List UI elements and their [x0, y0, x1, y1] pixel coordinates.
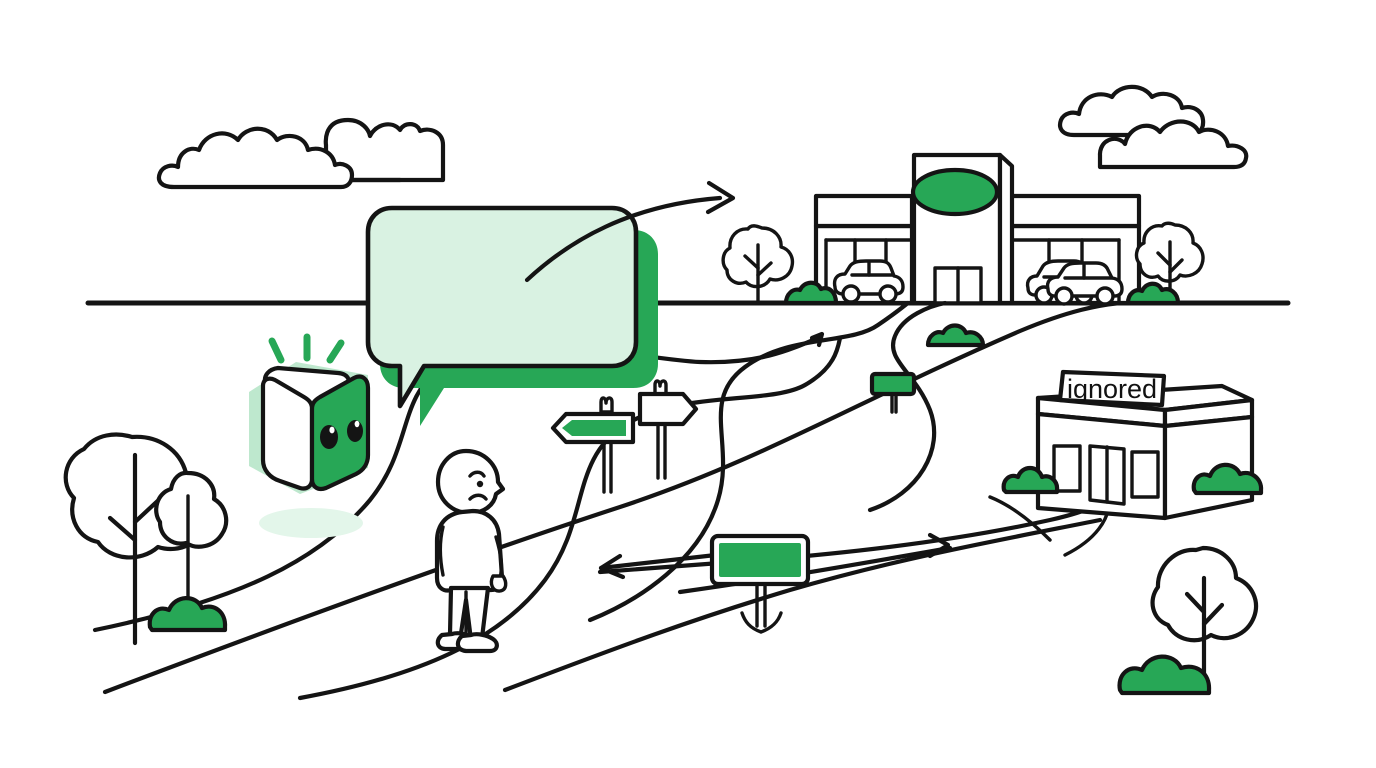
car-wheel-rf-rear	[1095, 286, 1115, 306]
road-edge-lower-left	[502, 517, 1103, 693]
person-torso	[434, 508, 505, 593]
bush-shop-right	[1191, 462, 1264, 496]
person-mouth-frown	[468, 493, 488, 501]
arrow-head-top	[809, 331, 825, 348]
store-right-awning	[997, 193, 1142, 229]
tree-branch-nsl-2	[756, 261, 773, 277]
person-hand	[489, 574, 508, 593]
bush-right-foreground	[1117, 654, 1212, 696]
bush-shop-left	[1001, 465, 1060, 495]
robot-eye-left-icon	[320, 425, 338, 449]
tree-right-branch-1	[1184, 591, 1207, 615]
tree-branch-nsl-1	[743, 254, 760, 270]
bush-left-foreground	[147, 596, 228, 633]
road-secondary-lower	[677, 545, 953, 595]
tree-near-store-left	[721, 224, 839, 306]
store-car-left	[832, 259, 905, 304]
shop-side-wall	[1162, 414, 1255, 521]
tree-right-branch-2	[1201, 602, 1225, 627]
tree-left-small-canopy	[154, 470, 229, 549]
shop-sign-board[interactable]	[1057, 369, 1167, 408]
speech-bubble[interactable]	[365, 205, 658, 426]
road-wind-2	[297, 335, 843, 701]
arrow-curve-to-store	[524, 195, 723, 283]
road-network	[92, 300, 1123, 701]
cloud-group-right	[1057, 84, 1249, 170]
confused-person[interactable]	[434, 448, 508, 654]
sparkle-left	[268, 337, 285, 364]
person-eyebrow	[468, 470, 486, 478]
cube-robot[interactable]	[249, 333, 371, 538]
cloud-group-left	[156, 117, 446, 190]
robot-left-face	[260, 376, 315, 491]
shop-window-right	[1130, 450, 1160, 499]
tree-branch-nsr-2	[1168, 258, 1184, 274]
robot-eye-right-highlight	[354, 420, 360, 428]
bush-near-store-right	[1125, 281, 1181, 306]
arrow-up-right-top	[809, 331, 825, 348]
store-logo-oval-icon	[910, 167, 1000, 217]
robot-sparkles-icon	[268, 333, 345, 364]
left-direction-signpost[interactable]	[550, 396, 636, 494]
tree-left-branch-1	[107, 515, 138, 543]
arrow-bubble-to-store	[524, 180, 736, 283]
person-eye	[476, 480, 484, 488]
arrow-head-right-lower	[927, 532, 951, 559]
person-shoe-front	[455, 632, 499, 654]
green-billboard[interactable]	[709, 533, 811, 634]
robot-green-face	[309, 374, 371, 492]
cloud-icon-front-left	[156, 126, 355, 190]
green-small-sign-panel[interactable]	[869, 371, 917, 397]
tree-left-small	[154, 470, 229, 609]
robot-shadow	[259, 508, 363, 538]
store-tower-side	[997, 152, 1015, 306]
cloud-icon-back-left	[323, 117, 446, 183]
person-arm-far	[438, 525, 445, 577]
billboard-panel[interactable]	[719, 543, 801, 577]
arrow-head-to-store	[705, 180, 736, 215]
billboard-post-arrow	[740, 611, 783, 634]
shop-path-left	[988, 495, 1052, 542]
road-wind-3	[587, 300, 911, 623]
big-box-store	[813, 152, 1142, 306]
car-wheel-left-rear	[878, 284, 898, 304]
cloud-icon-front-right	[1097, 119, 1249, 170]
left-sign-fill	[562, 420, 626, 436]
robot-eye-left-highlight	[329, 426, 335, 434]
left-signpost-finial	[599, 396, 614, 414]
green-small-sign[interactable]	[869, 371, 917, 414]
right-direction-signpost[interactable]	[637, 379, 699, 480]
ignored-shop-building: ignored	[1001, 369, 1264, 521]
car-wheel-left-front	[841, 284, 861, 304]
speech-bubble-body[interactable]	[365, 205, 639, 409]
car-wheel-rf-front	[1054, 286, 1074, 306]
store-left-awning	[813, 193, 915, 229]
tree-right-foreground	[1117, 545, 1259, 696]
store-car-right-front	[1045, 261, 1124, 306]
shop-sign-label: ignored	[1067, 374, 1157, 404]
person-head	[435, 448, 506, 516]
bush-near-store-left	[783, 280, 839, 306]
road-edge-outer-left	[102, 300, 1123, 695]
bush-middle-field	[925, 323, 986, 348]
sparkle-right	[326, 339, 345, 364]
tree-branch-nsr-1	[1156, 251, 1172, 267]
tree-near-store-right	[1125, 221, 1205, 306]
right-sign-plate	[637, 391, 699, 427]
